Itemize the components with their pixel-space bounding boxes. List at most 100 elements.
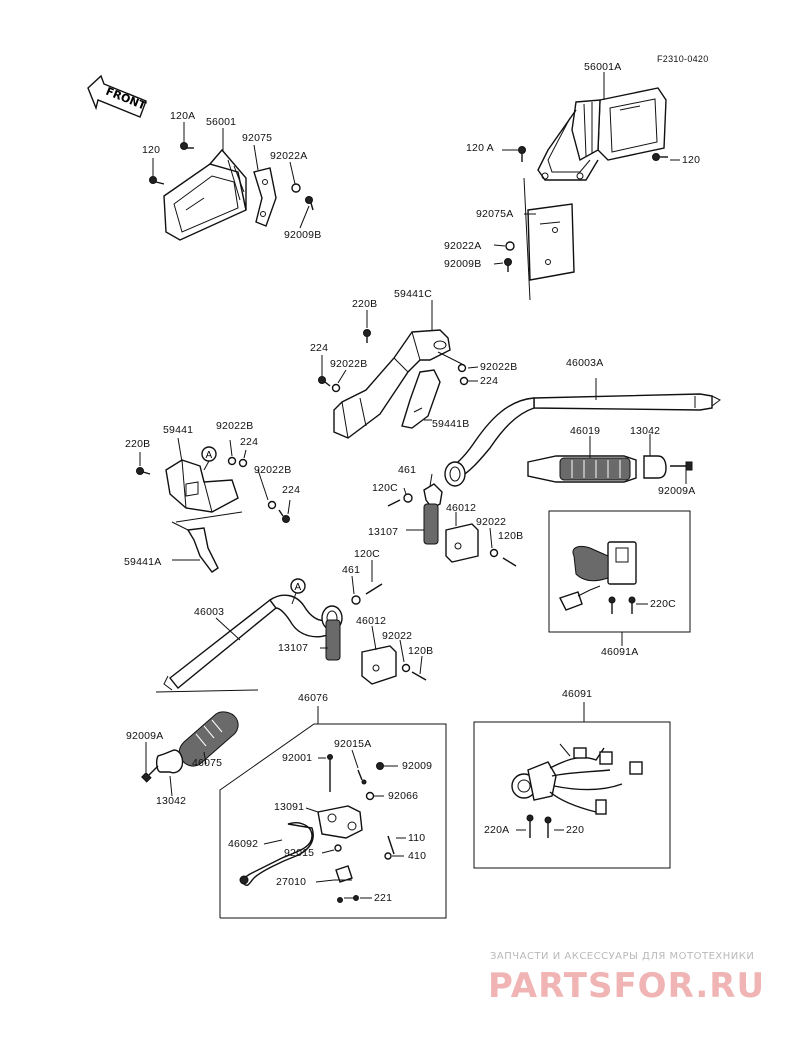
label-56001A: 56001A (584, 61, 622, 73)
screw-92009A-right (670, 461, 693, 471)
label-92075: 92075 (242, 132, 273, 144)
label-224-top: 224 (310, 342, 329, 354)
bracket-59441: A (136, 437, 291, 573)
label-224-mid2: 224 (282, 484, 301, 496)
bolt-120B-bottom (411, 671, 427, 681)
label-46012-top: 46012 (446, 502, 477, 514)
label-56001: 56001 (206, 116, 237, 128)
washer-92066 (365, 791, 375, 801)
bolt-110 (387, 835, 395, 855)
screw-220 (544, 816, 552, 838)
label-461-top: 461 (398, 464, 417, 476)
label-220A: 220A (484, 824, 510, 836)
washer-92022B-top-r (457, 363, 467, 373)
washer-92022B-top (331, 383, 341, 393)
label-92015A: 92015A (334, 738, 372, 750)
label-220B-top: 220B (352, 298, 378, 310)
label-92009: 92009 (402, 760, 433, 772)
screw-220A (526, 814, 534, 838)
label-92022B-top: 92022B (330, 358, 368, 370)
switch-box-46091 (473, 702, 671, 869)
bolt-220B-mid (136, 467, 151, 475)
label-13107-bottom: 13107 (278, 642, 309, 654)
bolt-120C-bottom (365, 583, 383, 595)
label-46091: 46091 (562, 688, 593, 700)
screw-220C-a (608, 596, 616, 614)
mirror-left (149, 122, 314, 241)
label-92022-bottom: 92022 (382, 630, 413, 642)
label-92009B-right: 92009B (444, 258, 482, 270)
label-461-bottom: 461 (342, 564, 361, 576)
label-92022-top: 92022 (476, 516, 507, 528)
washer-92022B-mid2 (267, 500, 277, 510)
switch-box-46091A (548, 510, 691, 646)
label-110: 110 (408, 832, 426, 844)
nut-410 (384, 852, 392, 860)
label-92022A-right: 92022A (444, 240, 482, 252)
bolt-92009B-right (504, 258, 512, 272)
label-92009B-left: 92009B (284, 229, 322, 241)
bolt-120-right (652, 153, 668, 161)
screw-92009 (376, 762, 384, 770)
label-92066: 92066 (388, 790, 419, 802)
label-46003A: 46003A (566, 357, 604, 369)
bracket-59441C (318, 300, 479, 439)
label-120A-right: 120 A (466, 142, 494, 154)
mirror-right (493, 72, 680, 301)
label-120C-bottom: 120C (354, 548, 380, 560)
label-46019: 46019 (570, 425, 601, 437)
circle-A-bottom: A (295, 582, 302, 593)
label-120C-top: 120C (372, 482, 398, 494)
label-46012-bottom: 46012 (356, 615, 387, 627)
bolt-224-mid2 (278, 509, 290, 523)
nut-92015 (334, 844, 342, 852)
label-46003: 46003 (194, 606, 225, 618)
washer-92022A-left (291, 183, 301, 193)
right-throttle-assembly (387, 434, 693, 567)
bolt-120A-right (518, 146, 526, 162)
label-13107-top: 13107 (368, 526, 399, 538)
label-120A-left: 120A (170, 110, 196, 122)
label-59441C: 59441C (394, 288, 432, 300)
screw-92009A-left (141, 765, 159, 783)
left-grip (141, 711, 239, 797)
label-46076: 46076 (298, 692, 329, 704)
nut-224-top-r (459, 376, 469, 386)
label-224-mid: 224 (240, 436, 259, 448)
lever-box-46076 (219, 706, 447, 919)
watermark-line: ЗАПЧАСТИ И АКСЕССУАРЫ ДЛЯ МОТОТЕХНИКИ (490, 951, 755, 962)
label-224-top-right: 224 (480, 375, 499, 387)
washer-92022-top (489, 548, 499, 558)
bolt-224-top (318, 376, 331, 387)
label-13042-top: 13042 (630, 425, 661, 437)
handlebar-right (444, 378, 721, 487)
diagram-code: F2310-0420 (657, 54, 709, 64)
screw-92015A (357, 769, 367, 785)
bolt-120B-top (502, 557, 517, 567)
label-13091: 13091 (274, 801, 305, 813)
washer-92022A-right (505, 241, 515, 251)
label-220C: 220C (650, 598, 676, 610)
label-59441B: 59441B (432, 418, 470, 430)
label-120-left: 120 (142, 144, 161, 156)
screw-220C-b (628, 596, 636, 614)
washer-92022B-mid (227, 456, 237, 466)
bolt-120-left (149, 176, 165, 185)
front-arrow: FRONT (87, 74, 148, 118)
label-46092: 46092 (228, 838, 259, 850)
label-92001: 92001 (282, 752, 313, 764)
label-46091A: 46091A (601, 646, 639, 658)
label-92075A: 92075A (476, 208, 514, 220)
label-13042-bottom: 13042 (156, 795, 187, 807)
label-46075: 46075 (192, 757, 223, 769)
label-92022B-mid2: 92022B (254, 464, 292, 476)
label-220B-mid: 220B (125, 438, 151, 450)
watermark-brand: PARTSFOR.RU (488, 966, 766, 1006)
label-220: 220 (566, 824, 585, 836)
label-120B-top: 120B (498, 530, 524, 542)
label-120B-bottom: 120B (408, 645, 434, 657)
label-27010: 27010 (276, 876, 307, 888)
label-92009A-right: 92009A (658, 485, 696, 497)
label-221: 221 (374, 892, 393, 904)
